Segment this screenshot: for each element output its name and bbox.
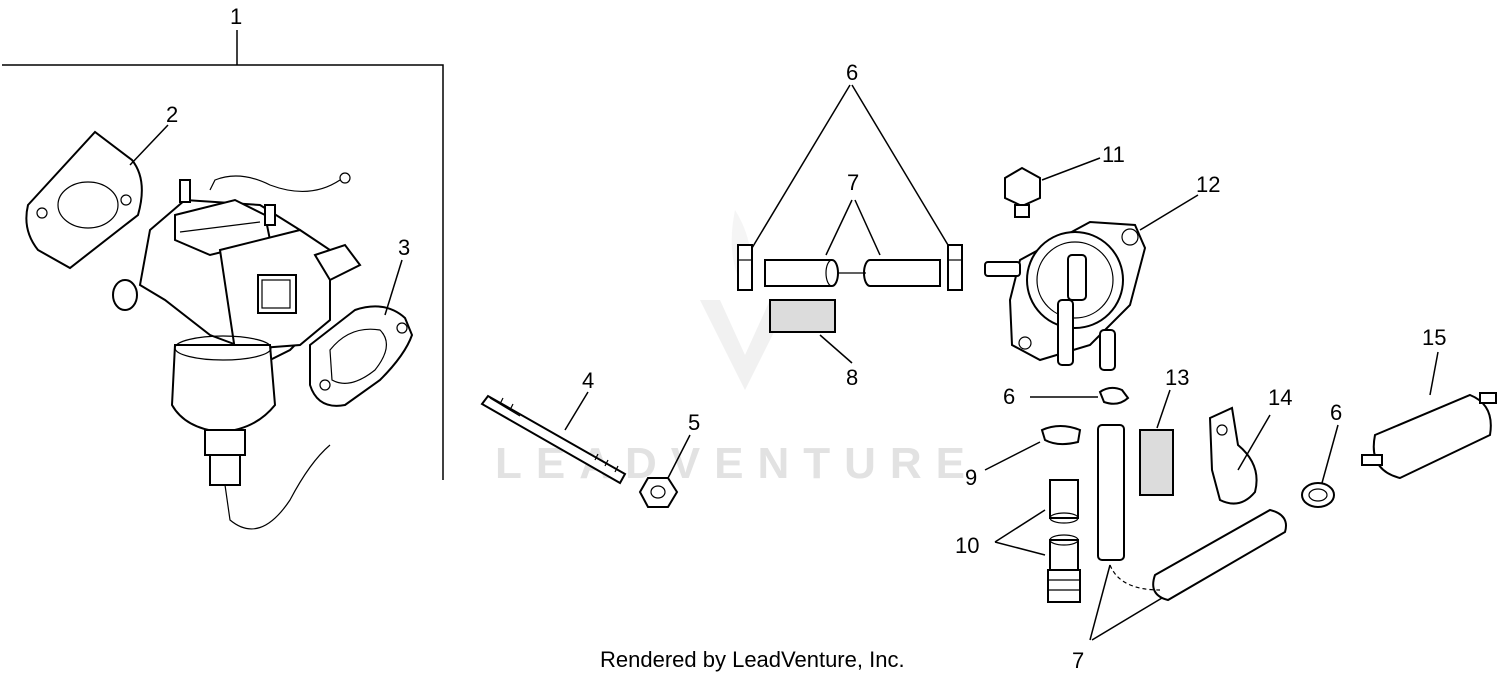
callout-12: 12 <box>1196 172 1220 197</box>
callout-4: 4 <box>582 368 594 393</box>
part-10-grommet-upper <box>1049 479 1079 524</box>
part-15-fuel-filter <box>1361 392 1497 480</box>
part-7-hose-right <box>863 259 941 287</box>
part-5-nut <box>638 477 679 508</box>
part-13-foam <box>1139 429 1174 496</box>
assembly-bracket <box>2 64 444 480</box>
part-3-gasket <box>309 305 414 407</box>
callout-8: 8 <box>846 365 858 390</box>
callout-2: 2 <box>166 102 178 127</box>
callout-15: 15 <box>1422 325 1446 350</box>
callout-7-top: 7 <box>847 170 859 195</box>
callout-13: 13 <box>1165 365 1189 390</box>
part-7-hose-vertical <box>1097 424 1125 561</box>
part-14-clip <box>1208 406 1258 505</box>
callout-6-top: 6 <box>846 60 858 85</box>
part-2-gasket <box>25 130 143 270</box>
callout-9: 9 <box>965 465 977 490</box>
part-11-plug <box>1004 166 1041 218</box>
callout-14: 14 <box>1268 385 1292 410</box>
footer-credit: Rendered by LeadVenture, Inc. <box>600 647 905 672</box>
callout-6-right: 6 <box>1330 400 1342 425</box>
part-8-foam <box>769 299 836 333</box>
part-6-clamp-middle <box>1098 386 1130 405</box>
part-4-stud <box>480 394 627 485</box>
callout-3: 3 <box>398 235 410 260</box>
part-12-fuel-pump <box>984 220 1147 371</box>
part-7-hose-angled <box>1152 508 1287 602</box>
callout-5: 5 <box>688 410 700 435</box>
callout-6-middle: 6 <box>1003 384 1015 409</box>
part-6-clamp-lower-right <box>1301 482 1335 508</box>
part-6-clamp-left <box>737 244 753 291</box>
part-9-clamp <box>1040 425 1082 446</box>
callout-10: 10 <box>955 533 979 558</box>
callout-1: 1 <box>230 4 242 29</box>
callout-7-bottom: 7 <box>1072 648 1084 673</box>
part-1-carburetor <box>112 172 362 530</box>
part-7-hose-left <box>764 259 839 287</box>
callout-11: 11 <box>1102 142 1125 167</box>
part-6-clamp-right <box>947 244 963 291</box>
part-10-grommet-lower <box>1047 534 1081 603</box>
